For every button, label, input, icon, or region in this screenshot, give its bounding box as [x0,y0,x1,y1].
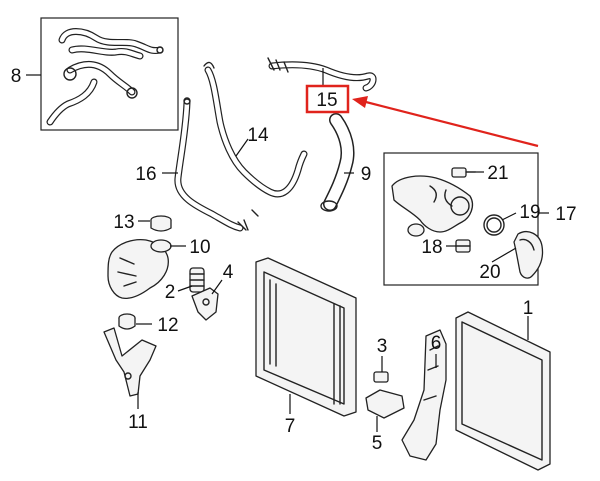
callout-13: 13 [113,212,134,233]
hose-15[interactable] [267,57,377,92]
leader-lines [136,68,529,432]
callout-2: 2 [165,282,176,303]
grommet[interactable] [118,313,136,330]
o-ring-seal[interactable] [483,214,505,236]
radiator-frame[interactable] [255,257,357,417]
bleeder-plug[interactable] [455,239,471,253]
thermostat-housing[interactable] [391,175,474,237]
retainer-clip[interactable] [373,371,389,383]
callout-14: 14 [247,125,269,146]
callout-16: 16 [135,164,156,185]
callout-18: 18 [421,237,442,258]
rubber-mount[interactable] [189,267,205,293]
callout-21: 21 [487,163,508,184]
inset-box-hoses [26,17,179,131]
hose-9[interactable] [320,113,355,212]
callout-15: 15 [316,90,337,111]
callout-6: 6 [431,333,442,354]
callout-12: 12 [157,315,178,336]
hose-16[interactable] [174,97,249,232]
expansion-tank[interactable] [107,238,172,300]
inset-box-thermostat [383,152,549,286]
callout-5: 5 [372,433,383,454]
callout-19: 19 [519,202,540,223]
callout-3: 3 [377,336,388,357]
callout-17: 17 [555,204,576,225]
temperature-sensor[interactable] [451,167,476,178]
reservoir-cap[interactable] [150,215,172,232]
hose-14[interactable] [203,61,308,217]
condenser[interactable] [455,311,551,471]
outlet-pipe[interactable] [513,231,544,279]
highlight-15 [305,84,539,148]
mounting-bracket-4[interactable] [191,287,219,321]
callout-7: 7 [285,416,296,437]
callout-4: 4 [223,262,234,283]
callout-labels: 1 2 3 4 5 6 7 8 9 10 11 12 13 14 15 16 1… [11,66,577,454]
upper-hose-assembly[interactable] [46,28,164,126]
callout-1: 1 [523,298,534,319]
callout-9: 9 [361,164,372,185]
callout-20: 20 [479,262,500,283]
support-bracket[interactable] [103,327,157,397]
lower-bracket-5[interactable] [365,389,405,419]
callout-10: 10 [189,237,210,258]
callout-8: 8 [11,66,22,87]
callout-11: 11 [128,412,148,433]
